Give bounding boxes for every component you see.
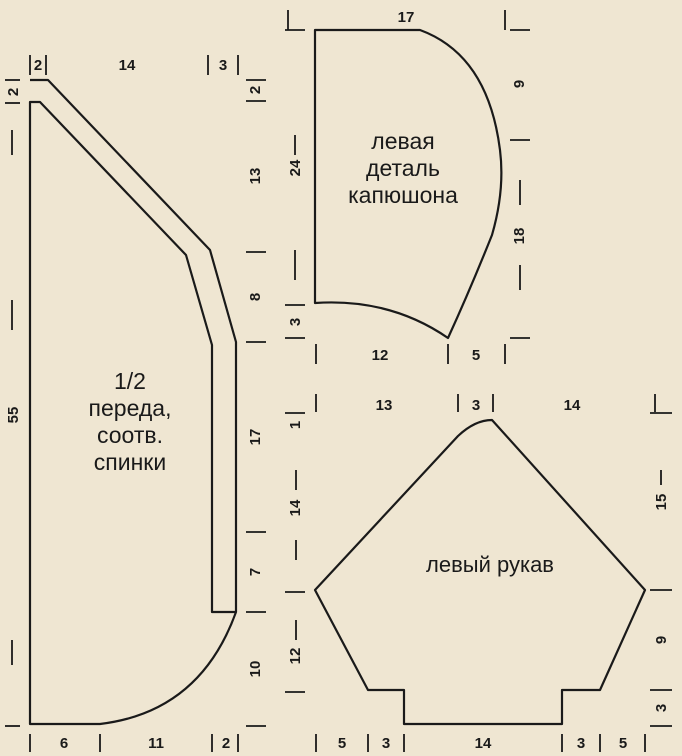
front-piece-label: 1/2 переда, соотв. спинки bbox=[55, 368, 205, 477]
dim-sleeve-left-b: 12 bbox=[287, 648, 304, 665]
dim-hood-left-bottom: 3 bbox=[287, 318, 304, 326]
hood-piece-outline bbox=[313, 28, 503, 340]
dim-sleeve-top-c: 14 bbox=[564, 397, 581, 414]
dim-front-bottom-a: 6 bbox=[60, 735, 68, 752]
dim-hood-bottom-b: 5 bbox=[472, 347, 480, 364]
front-top-ticks bbox=[29, 55, 239, 75]
sleeve-label-line: левый рукав bbox=[426, 552, 554, 577]
hood-left-ticks bbox=[285, 29, 305, 339]
dim-sleeve-right-c: 3 bbox=[653, 704, 670, 712]
dim-sleeve-bottom-d: 3 bbox=[577, 735, 585, 752]
dim-front-right-f: 10 bbox=[247, 661, 264, 678]
front-label-line: 1/2 bbox=[114, 368, 146, 394]
dim-front-right-b: 13 bbox=[247, 168, 264, 185]
dim-front-top-right: 3 bbox=[219, 57, 227, 74]
dim-sleeve-left-top: 1 bbox=[287, 421, 304, 429]
front-piece-outline bbox=[28, 78, 238, 726]
hood-label-line: капюшона bbox=[348, 182, 458, 209]
dim-hood-right-bottom: 18 bbox=[511, 228, 528, 245]
dim-front-bottom-b: 11 bbox=[148, 735, 164, 752]
sleeve-bottom-ticks bbox=[315, 734, 646, 752]
dim-sleeve-right-b: 9 bbox=[653, 636, 670, 644]
dim-front-top-mid: 14 bbox=[119, 57, 136, 74]
sleeve-piece-label: левый рукав bbox=[380, 552, 600, 578]
dim-sleeve-right-a: 15 bbox=[653, 494, 670, 511]
dim-front-right-e: 7 bbox=[247, 568, 264, 576]
dim-front-left-top: 2 bbox=[5, 88, 22, 96]
sleeve-top-ticks bbox=[315, 394, 656, 412]
dim-front-bottom-c: 2 bbox=[222, 735, 230, 752]
front-right-ticks bbox=[246, 79, 266, 727]
hood-label-line: деталь bbox=[366, 155, 440, 182]
dim-sleeve-top-b: 3 bbox=[472, 397, 480, 414]
hood-piece-label: левая деталь капюшона bbox=[318, 128, 488, 209]
dim-front-right-d: 17 bbox=[247, 429, 264, 446]
front-bottom-ticks bbox=[29, 734, 239, 752]
front-label-line: соотв. bbox=[97, 422, 163, 449]
dim-hood-left: 24 bbox=[287, 159, 304, 176]
dim-sleeve-bottom-a: 5 bbox=[338, 735, 346, 752]
front-left-ticks bbox=[5, 79, 20, 727]
dim-front-right-c: 8 bbox=[247, 293, 264, 301]
sleeve-left-ticks bbox=[285, 412, 305, 693]
front-label-line: спинки bbox=[93, 449, 167, 476]
hood-label-line: левая bbox=[371, 128, 435, 154]
dim-sleeve-top-a: 13 bbox=[376, 397, 393, 414]
dim-hood-right-top: 9 bbox=[511, 80, 528, 88]
dim-sleeve-bottom-c: 14 bbox=[475, 735, 492, 752]
dim-sleeve-bottom-e: 5 bbox=[619, 735, 627, 752]
dim-hood-bottom-a: 12 bbox=[372, 347, 389, 364]
hood-bottom-ticks bbox=[315, 344, 506, 364]
hood-right-ticks bbox=[510, 29, 530, 339]
hood-top-ticks bbox=[287, 10, 506, 30]
dim-hood-top: 17 bbox=[398, 9, 415, 26]
dim-front-right-a: 2 bbox=[247, 86, 264, 94]
dim-front-left-total: 55 bbox=[5, 407, 22, 424]
dim-front-top-left: 2 bbox=[34, 57, 42, 74]
sleeve-piece-outline bbox=[313, 418, 647, 726]
dim-sleeve-bottom-b: 3 bbox=[382, 735, 390, 752]
front-label-line: переда, bbox=[88, 395, 172, 422]
sleeve-right-ticks bbox=[650, 412, 672, 727]
dim-sleeve-left-a: 14 bbox=[287, 499, 304, 516]
